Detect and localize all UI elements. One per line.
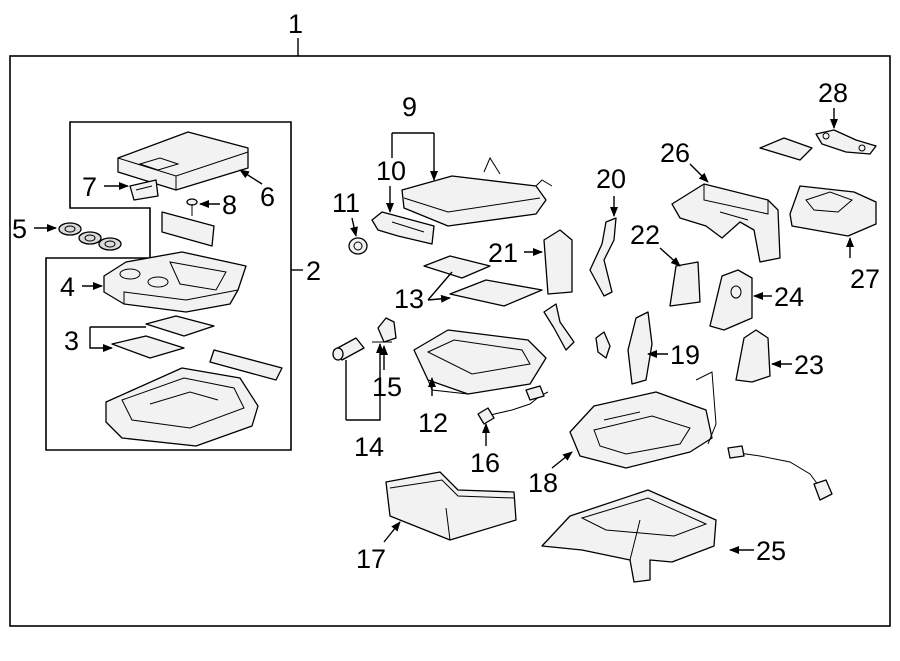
callout-3-leader — [89, 326, 146, 348]
part-cover-22 — [669, 261, 701, 307]
callout-13: 13 — [394, 284, 424, 314]
callout-23: 23 — [794, 350, 824, 380]
callout-7: 7 — [82, 172, 97, 202]
callout-24: 24 — [774, 282, 804, 312]
subassembly-2-outline — [45, 121, 292, 451]
callout-22: 22 — [630, 220, 660, 250]
part-wire-harness — [477, 385, 549, 425]
callout-9-leader — [392, 132, 434, 180]
callout-17-leader — [383, 521, 401, 543]
part-clip — [372, 317, 397, 343]
part-storage-bin — [413, 329, 547, 395]
callout-2: 2 — [306, 256, 321, 286]
part-pads — [423, 255, 543, 307]
callout-26: 26 — [660, 138, 690, 168]
callout-21: 21 — [488, 238, 518, 268]
callout-10: 10 — [376, 156, 406, 186]
part-release-cable — [727, 445, 833, 501]
part-small-bracket-a — [543, 303, 575, 351]
part-trim-strip — [209, 349, 283, 381]
part-console-base — [105, 367, 259, 447]
callout-20: 20 — [596, 164, 626, 194]
callout-15: 15 — [372, 372, 402, 402]
callout-22-leader — [659, 247, 681, 267]
callout-6: 6 — [260, 182, 275, 212]
part-seat-riser — [541, 489, 717, 583]
part-mats — [111, 315, 215, 359]
part-mechanism-housing — [671, 183, 781, 263]
callout-3: 3 — [64, 326, 79, 356]
part-cylinder — [332, 337, 365, 361]
assembly-frame — [9, 55, 891, 627]
part-links — [759, 129, 877, 161]
part-rounded-cover — [735, 329, 771, 383]
callout-11: 11 — [332, 188, 360, 218]
part-bin-insert — [789, 185, 877, 237]
part-small-bracket-b — [595, 331, 611, 359]
callout-12: 12 — [418, 408, 448, 438]
callout-6-leader — [239, 169, 263, 185]
callout-14-leader — [345, 344, 380, 421]
part-cup-inserts — [58, 222, 122, 251]
callout-28: 28 — [818, 78, 848, 108]
callout-26-leader — [689, 163, 709, 183]
part-console-tray — [103, 251, 247, 313]
callout-14: 14 — [354, 432, 384, 462]
part-hinge-arm — [589, 217, 617, 297]
part-latch — [129, 179, 159, 201]
callout-18: 18 — [528, 468, 558, 498]
part-armrest-lid — [117, 131, 249, 191]
callout-8: 8 — [222, 190, 237, 220]
callout-27: 27 — [850, 264, 880, 294]
callout-17: 17 — [356, 544, 386, 574]
callout-16: 16 — [470, 448, 500, 478]
part-lid-bracket — [161, 211, 215, 247]
callout-5: 5 — [12, 214, 27, 244]
part-screw — [186, 198, 198, 216]
callout-19: 19 — [670, 340, 700, 370]
callout-18-leader — [551, 451, 573, 469]
part-plate-21 — [543, 229, 573, 295]
part-lower-trim — [385, 471, 517, 541]
part-arch-cover — [709, 269, 753, 331]
callout-4: 4 — [60, 272, 75, 302]
part-seat-frame — [569, 371, 717, 469]
callout-9: 9 — [402, 92, 417, 122]
part-seat-cushion — [401, 156, 553, 227]
callout-25: 25 — [756, 536, 786, 566]
callout-13-leader — [427, 271, 452, 300]
part-handle — [371, 211, 435, 245]
callout-1: 1 — [288, 9, 303, 39]
callout-11-leader — [350, 217, 358, 237]
part-side-bracket — [627, 311, 653, 385]
part-knob — [348, 237, 368, 255]
